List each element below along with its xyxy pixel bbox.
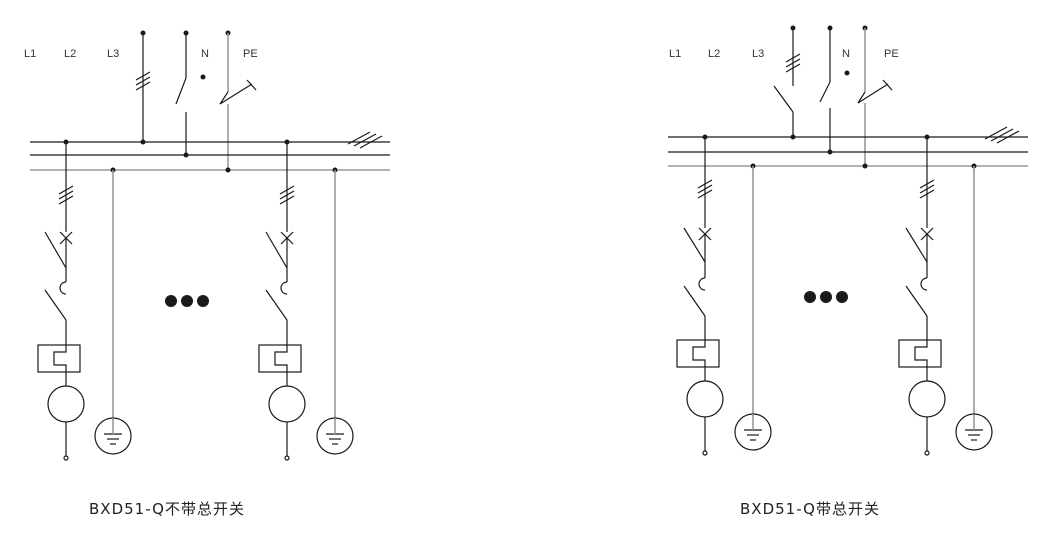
label-l1: L1 bbox=[24, 48, 36, 60]
busbars bbox=[668, 126, 1028, 169]
busbars bbox=[30, 131, 390, 173]
label-l2: L2 bbox=[708, 48, 720, 60]
diagram-caption: BXD51-Q带总开关 bbox=[740, 500, 880, 518]
label-n: N bbox=[201, 48, 209, 60]
ellipsis-dots bbox=[804, 291, 848, 303]
incoming-feeders bbox=[773, 25, 893, 166]
branch-circuit-2 bbox=[898, 134, 993, 456]
label-n: N bbox=[842, 48, 850, 60]
label-l1: L1 bbox=[669, 48, 681, 60]
branch-circuit-1 bbox=[37, 139, 132, 461]
diagram-caption: BXD51-Q不带总开关 bbox=[89, 500, 245, 518]
diagram-with-main-switch: L1 L2 L3 N PE bbox=[668, 25, 1028, 518]
ellipsis-dots bbox=[165, 295, 209, 307]
label-l3: L3 bbox=[107, 48, 119, 60]
label-pe: PE bbox=[243, 48, 258, 60]
diagram-without-main-switch: L1 L2 L3 N PE bbox=[24, 30, 390, 518]
branch-circuit-2 bbox=[258, 139, 354, 461]
label-l3: L3 bbox=[752, 48, 764, 60]
label-pe: PE bbox=[884, 48, 899, 60]
branch-circuit-1 bbox=[676, 134, 772, 456]
label-l2: L2 bbox=[64, 48, 76, 60]
incoming-feeders bbox=[135, 30, 257, 170]
